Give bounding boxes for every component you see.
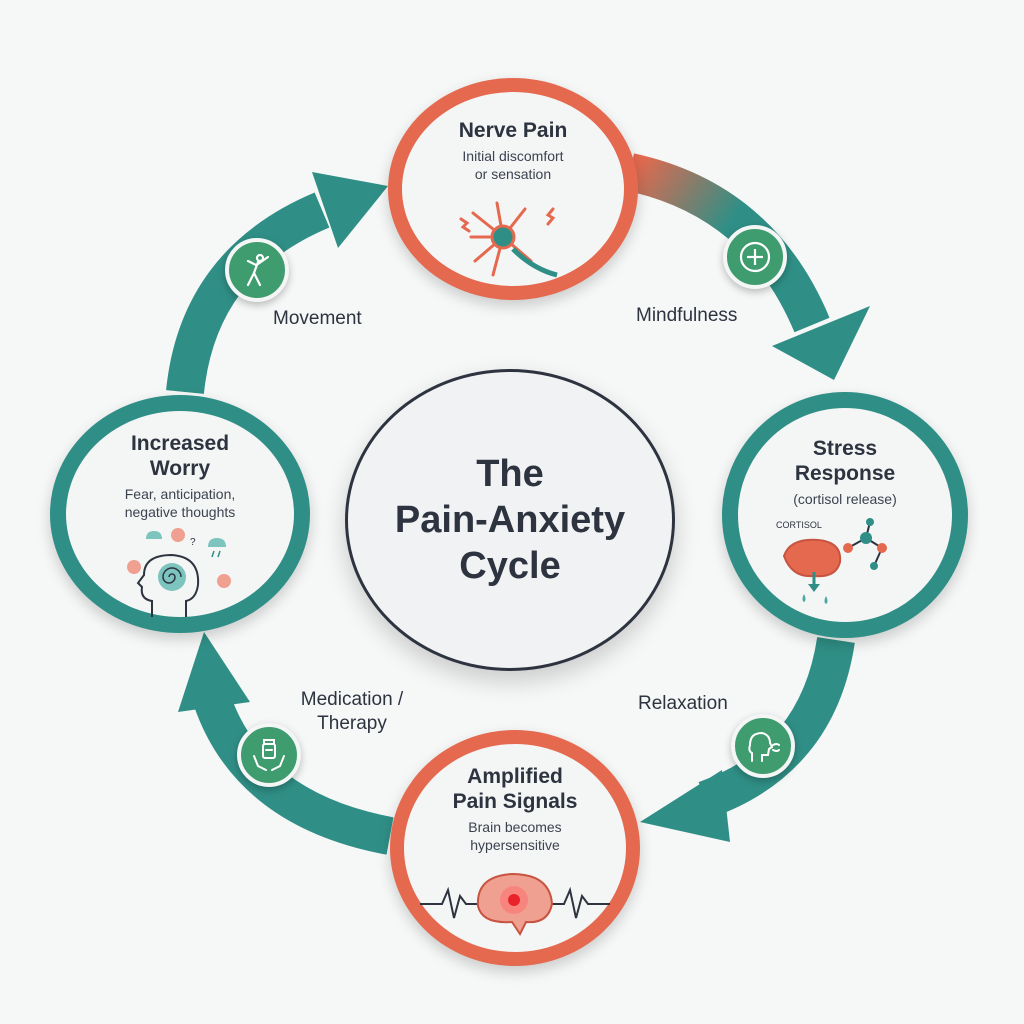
plus-circle-icon bbox=[739, 241, 771, 273]
medication-therapy-badge bbox=[237, 723, 301, 787]
node-nerve-pain: Nerve Pain Initial discomfort or sensati… bbox=[388, 78, 638, 300]
node-title: Stress Response bbox=[738, 436, 952, 486]
arrow-amplified-to-worry bbox=[194, 693, 394, 855]
breathing-head-icon bbox=[748, 731, 780, 762]
center-title-line2: Pain-Anxiety bbox=[394, 499, 626, 541]
node-subtitle: Brain becomes hypersensitive bbox=[404, 818, 626, 854]
medication-label-line1: Medication / bbox=[300, 689, 404, 710]
node-amplified-pain-signals: Amplified Pain Signals Brain becomes hyp… bbox=[390, 730, 640, 966]
medication-label-line2: Therapy bbox=[317, 713, 387, 734]
arrow-nerve-to-stress bbox=[625, 153, 830, 333]
cortisol-gland-icon: CORTISOL bbox=[776, 518, 887, 604]
node-title-line1: Amplified bbox=[467, 765, 563, 788]
node-title-line1: Stress bbox=[812, 437, 878, 460]
center-title-circle: The Pain-Anxiety Cycle bbox=[345, 369, 675, 671]
mindfulness-label: Mindfulness bbox=[636, 305, 738, 326]
center-title-line3: Cycle bbox=[459, 545, 561, 587]
node-increased-worry: Increased Worry Fear, anticipation, nega… bbox=[50, 395, 310, 633]
pill-bottle-hands-icon bbox=[253, 739, 285, 771]
node-subtitle-line1: Fear, anticipation, bbox=[124, 486, 236, 502]
worried-head-icon: ? bbox=[127, 528, 231, 617]
node-subtitle: Fear, anticipation, negative thoughts bbox=[66, 485, 294, 521]
node-subtitle: Initial discomfort or sensation bbox=[402, 147, 624, 183]
svg-text:?: ? bbox=[190, 537, 196, 548]
arrowhead-nerve-to-stress bbox=[772, 306, 870, 380]
stretching-person-icon bbox=[246, 253, 270, 287]
node-subtitle: (cortisol release) bbox=[793, 491, 897, 507]
node-title-line1: Increased bbox=[130, 432, 230, 455]
node-subtitle-line1: Brain becomes bbox=[468, 819, 562, 835]
arrowhead-amplified-to-worry bbox=[178, 632, 250, 712]
movement-label: Movement bbox=[273, 308, 362, 329]
node-stress-response: Stress Response (cortisol release) CORTI… bbox=[722, 392, 968, 638]
relaxation-label: Relaxation bbox=[638, 693, 728, 714]
arrowhead-worry-to-nerve bbox=[312, 172, 388, 248]
node-title-line2: Worry bbox=[149, 457, 211, 480]
node-subtitle-line2: hypersensitive bbox=[470, 837, 560, 853]
cortisol-icon-label: CORTISOL bbox=[776, 520, 822, 530]
brain-pulse-icon bbox=[420, 872, 610, 936]
node-title-line2: Response bbox=[794, 462, 896, 485]
arrowhead-stress-to-amplified bbox=[640, 770, 730, 842]
relaxation-badge bbox=[731, 714, 795, 778]
medication-therapy-label: Medication / Therapy bbox=[282, 688, 422, 736]
center-title-line1: The bbox=[476, 453, 544, 495]
node-title: Nerve Pain bbox=[458, 119, 568, 142]
node-subtitle-line1: Initial discomfort bbox=[462, 148, 564, 164]
node-title: Amplified Pain Signals bbox=[404, 764, 626, 814]
node-subtitle-line2: or sensation bbox=[474, 166, 552, 182]
neuron-icon bbox=[459, 201, 558, 278]
movement-badge bbox=[225, 238, 289, 302]
node-title-line2: Pain Signals bbox=[452, 790, 578, 813]
node-subtitle-line2: negative thoughts bbox=[124, 504, 236, 520]
arrow-worry-to-nerve bbox=[166, 192, 330, 395]
node-title: Increased Worry bbox=[66, 431, 294, 481]
mindfulness-badge bbox=[723, 225, 787, 289]
